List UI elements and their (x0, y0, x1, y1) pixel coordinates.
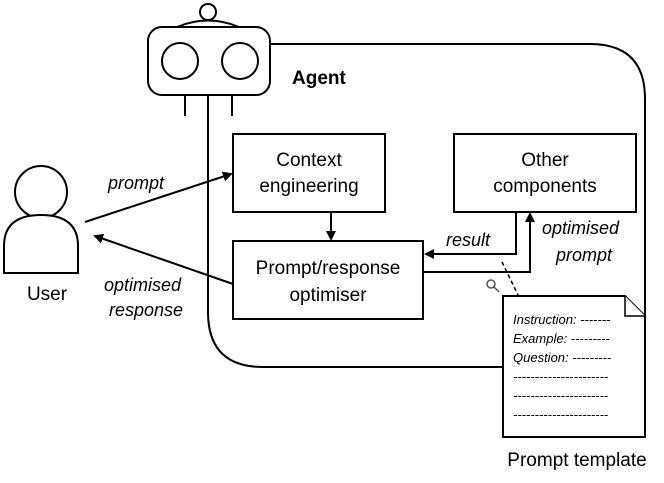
optimiser-label-line1: Prompt/response (256, 258, 401, 279)
arrow-user-to-context (84, 171, 233, 223)
user-label: User (27, 284, 68, 305)
arrow-result (424, 212, 517, 259)
prompt-template-caption: Prompt template (507, 450, 646, 471)
other-components-label-line1: Other (521, 150, 569, 171)
template-line-1: Instruction: ------- (513, 312, 611, 327)
template-line-4: ---------------------- (513, 369, 609, 384)
other-components-box: Other components (453, 133, 637, 213)
edge-label-optimised-prompt-line2: prompt (555, 245, 613, 265)
template-line-2: Example: --------- (513, 331, 610, 346)
template-line-3: Question: --------- (513, 350, 612, 365)
optimiser-box: Prompt/response optimiser (232, 240, 424, 320)
template-line-5: ---------------------- (513, 388, 609, 403)
robot-head-icon (147, 3, 271, 116)
edge-label-result: result (446, 230, 491, 250)
context-engineering-box: Context engineering (232, 133, 386, 213)
optimiser-label-line2: optimiser (289, 285, 367, 306)
document-icon (502, 295, 646, 438)
edge-label-prompt: prompt (107, 173, 165, 193)
arrow-optimiser-to-user (93, 233, 234, 285)
magnifier-icon (486, 279, 500, 293)
arrow-optimised-prompt (423, 212, 535, 273)
context-engineering-label-line2: engineering (259, 176, 358, 197)
agent-label: Agent (292, 68, 347, 89)
other-components-label-line2: components (493, 176, 597, 197)
edge-label-optimised-response-line2: response (109, 300, 183, 320)
context-engineering-label-line1: Context (276, 150, 342, 171)
edge-label-optimised-response-line1: optimised (104, 275, 182, 295)
template-line-6: ---------------------- (513, 407, 609, 422)
user-silhouette-icon (3, 165, 79, 274)
edge-label-optimised-prompt-line1: optimised (542, 218, 620, 238)
zoom-connector (501, 261, 520, 298)
